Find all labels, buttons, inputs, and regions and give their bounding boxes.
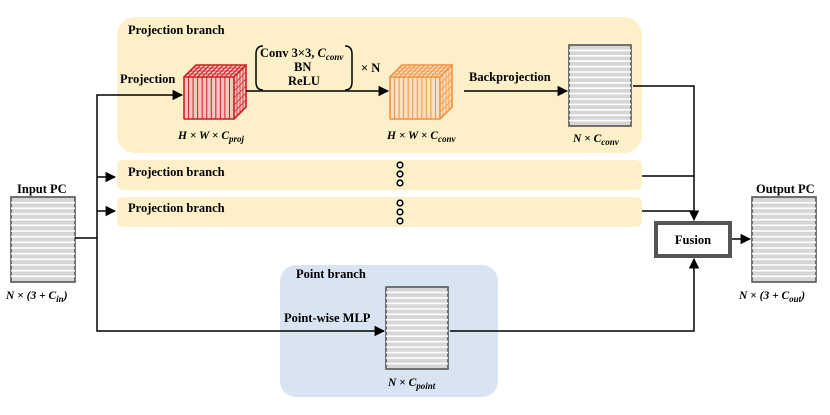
conv-feature-dimension: H × W × Cconv xyxy=(386,130,457,144)
point-feature-dimension: N × Cpoint xyxy=(387,377,436,391)
main-branch-to-fusion-arrow xyxy=(633,85,700,222)
projection-branch-2-title: Projection branch xyxy=(128,165,225,179)
conv-layer-label: Conv 3×3, Cconv xyxy=(260,46,344,62)
relu-label: ReLU xyxy=(288,74,320,88)
input-to-point-branch-arrow xyxy=(96,238,386,337)
point-feature-matrix xyxy=(385,286,449,370)
projection-label: Projection xyxy=(120,72,175,86)
pointwise-mlp-label: Point-wise MLP xyxy=(284,311,371,325)
input-pc-dimension: N × (3 + Cin) xyxy=(5,290,68,304)
point-branch-title: Point branch xyxy=(296,267,366,281)
backprojection-label: Backprojection xyxy=(469,70,551,84)
projection-branch-2-panel xyxy=(117,160,642,190)
conv-block-bracket-left xyxy=(255,45,264,91)
fusion-label: Fusion xyxy=(675,233,711,247)
conv-block-bracket-right xyxy=(344,45,353,91)
output-pc-dimension: N × (3 + Cout) xyxy=(738,290,805,304)
output-pc-label: Output PC xyxy=(756,182,815,196)
backprojected-feature-matrix xyxy=(568,44,632,127)
projection-branch-main-panel xyxy=(117,17,642,153)
projection-branch-3-panel xyxy=(117,197,642,227)
batchnorm-label: BN xyxy=(294,60,311,74)
projection-branch-main-title: Projection branch xyxy=(128,23,225,37)
ellipsis-dots-branch-2 xyxy=(396,161,404,187)
fusion-box xyxy=(654,221,732,258)
projection-grid-cube xyxy=(182,63,248,121)
input-pc-label: Input PC xyxy=(17,182,67,196)
point-branch-to-fusion-arrow xyxy=(450,257,700,332)
backprojected-feature-dimension: N × Cconv xyxy=(572,133,620,147)
input-point-cloud-matrix xyxy=(10,196,76,283)
ellipsis-dots-branch-3 xyxy=(396,199,404,225)
connectors xyxy=(75,85,752,337)
repeat-n-label: × N xyxy=(361,61,380,75)
conv-feature-cube xyxy=(388,63,454,121)
projection-grid-dimension: H × W × Cproj xyxy=(177,130,245,144)
projection-branch-3-title: Projection branch xyxy=(128,201,225,215)
input-to-main-branch-arrow xyxy=(96,89,184,238)
output-point-cloud-matrix xyxy=(751,196,817,283)
